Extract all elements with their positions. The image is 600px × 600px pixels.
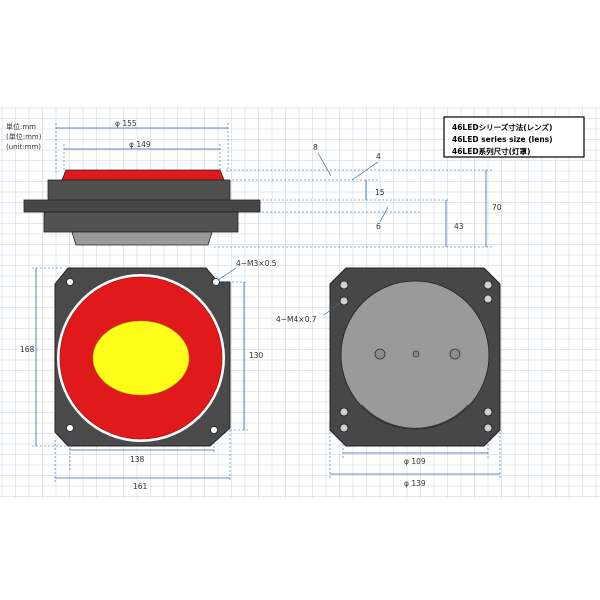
mounting-hole — [483, 423, 493, 433]
mounting-hole — [339, 280, 349, 290]
back-plate-edge — [361, 404, 469, 429]
front-hole-spec: 4−M3×0.5 — [236, 259, 277, 268]
mounting-hole — [210, 426, 218, 434]
dim-phi109: φ 109 — [404, 457, 426, 466]
back-terminal — [374, 348, 386, 360]
leader-6 — [379, 206, 389, 223]
dim-168: 168 — [20, 345, 35, 354]
mounting-hole — [212, 278, 220, 286]
leader-hole — [323, 301, 342, 316]
dim-15: 15 — [375, 188, 385, 197]
side-back-cap — [71, 231, 213, 246]
unit-note: 単位:mm (単位:mm) (unit:mm) — [6, 122, 42, 151]
mounting-hole — [483, 407, 493, 417]
callout-4: 4 — [376, 152, 381, 161]
back-terminal-center — [412, 350, 420, 358]
back-hole-spec: 4−M4×0.7 — [276, 315, 317, 324]
side-view: φ 155 φ 149 8 4 6 15 43 70 — [23, 119, 502, 248]
side-flange — [23, 199, 261, 213]
leader-4 — [351, 161, 379, 181]
unit-line-1: 単位:mm — [6, 122, 36, 131]
front-lens-yellow — [92, 320, 190, 396]
back-terminal — [449, 348, 461, 360]
mounting-hole — [339, 296, 349, 306]
title-line-en: 46LED series size (lens) — [452, 135, 553, 144]
dim-138: 138 — [130, 455, 145, 464]
back-view: 4−M4×0.7 φ 109 φ 139 — [276, 267, 501, 488]
leader-8 — [317, 152, 332, 177]
dim-43: 43 — [454, 222, 464, 231]
title-line-ja: 46LEDシリーズ寸法(レンズ) — [452, 122, 552, 132]
mounting-hole — [66, 424, 74, 432]
unit-line-3: (unit:mm) — [6, 143, 41, 151]
side-body-upper — [47, 179, 231, 201]
mounting-hole — [66, 278, 74, 286]
dim-phi149: φ 149 — [129, 140, 151, 149]
mounting-hole — [339, 407, 349, 417]
callout-6: 6 — [376, 222, 381, 231]
title-box: 46LEDシリーズ寸法(レンズ) 46LED series size (lens… — [443, 116, 585, 158]
mounting-hole — [483, 294, 493, 304]
front-view: 4−M3×0.5 168 130 138 161 — [20, 259, 277, 491]
unit-line-2: (単位:mm) — [6, 132, 42, 141]
mounting-hole — [339, 423, 349, 433]
dim-phi155: φ 155 — [115, 119, 137, 128]
dim-70: 70 — [492, 203, 502, 212]
dim-130: 130 — [249, 351, 264, 360]
callout-8: 8 — [313, 143, 318, 152]
mounting-hole — [483, 280, 493, 290]
side-body-lower — [43, 211, 239, 233]
dim-161: 161 — [133, 482, 148, 491]
leader-hole — [217, 267, 237, 281]
side-lens — [61, 169, 225, 181]
title-line-zh: 46LED系列尺寸(灯罩) — [452, 146, 530, 156]
dim-phi139: φ 139 — [404, 479, 426, 488]
